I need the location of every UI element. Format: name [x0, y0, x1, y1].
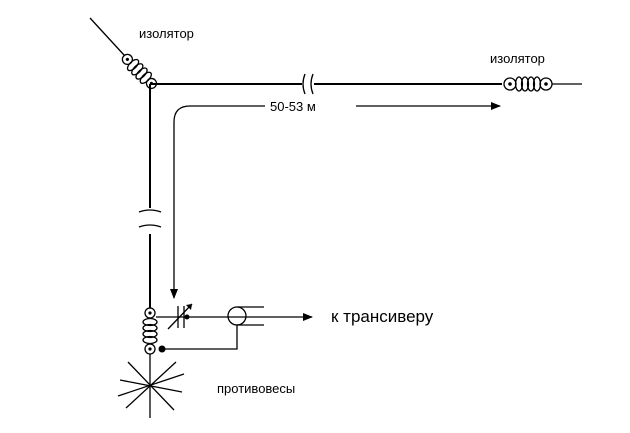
coax-connector [227, 306, 264, 326]
length-label: 50-53 м [270, 99, 316, 114]
wire-break-vertical [138, 208, 162, 234]
counterpoises-label: противовесы [217, 381, 295, 396]
insulator-right-label: изолятор [490, 51, 545, 66]
junction-dot-top [184, 314, 190, 320]
ground-wire [162, 325, 238, 350]
transceiver-label: к трансиверу [331, 307, 434, 326]
variable-capacitor [167, 303, 193, 330]
guy-wire [89, 17, 125, 56]
counterpoise-star [117, 354, 185, 418]
insulator-top-left [121, 53, 158, 90]
wire-break-horizontal [302, 73, 314, 95]
insulator-right [503, 76, 553, 92]
length-arrow [170, 105, 265, 299]
insulator-left-label: изолятор [139, 26, 194, 41]
insulator-bottom [142, 307, 158, 355]
junction-dot [158, 345, 166, 353]
